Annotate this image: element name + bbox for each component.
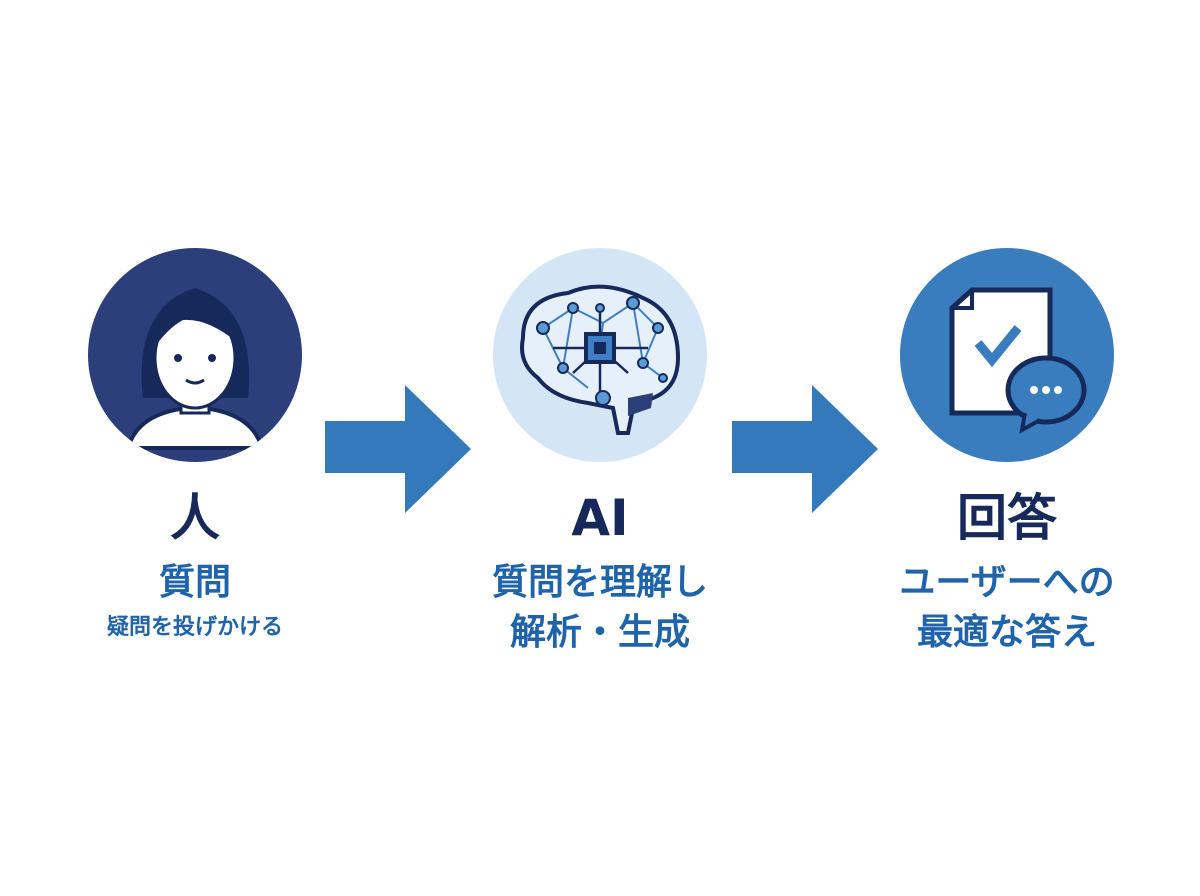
step-subtitle: 質問 bbox=[158, 562, 231, 603]
step-subtitle: ユーザーへの bbox=[899, 562, 1115, 603]
step-title: AI bbox=[571, 489, 629, 547]
step-subtitle: 質問を理解し bbox=[491, 562, 708, 603]
step-description: 最適な答え bbox=[916, 612, 1097, 653]
ai-brain-icon bbox=[520, 284, 681, 435]
answer-circle bbox=[900, 248, 1114, 462]
person-icon bbox=[125, 288, 265, 450]
step-title: 回答 bbox=[957, 489, 1057, 547]
step-description: 疑問を投げかける bbox=[106, 615, 283, 640]
ai-circle bbox=[493, 248, 707, 462]
flow-arrow-1 bbox=[325, 385, 471, 513]
answer-document-icon bbox=[949, 287, 1087, 434]
flow-arrow-2 bbox=[732, 385, 878, 513]
step-ai: AI 質問を理解し 解析・生成 bbox=[435, 478, 765, 658]
step-person: 人 質問 疑問を投げかける bbox=[30, 478, 360, 648]
step-title: 人 bbox=[170, 489, 220, 547]
step-answer: 回答 ユーザーへの 最適な答え bbox=[842, 478, 1172, 658]
step-description: 解析・生成 bbox=[509, 612, 690, 653]
person-circle bbox=[88, 248, 302, 462]
